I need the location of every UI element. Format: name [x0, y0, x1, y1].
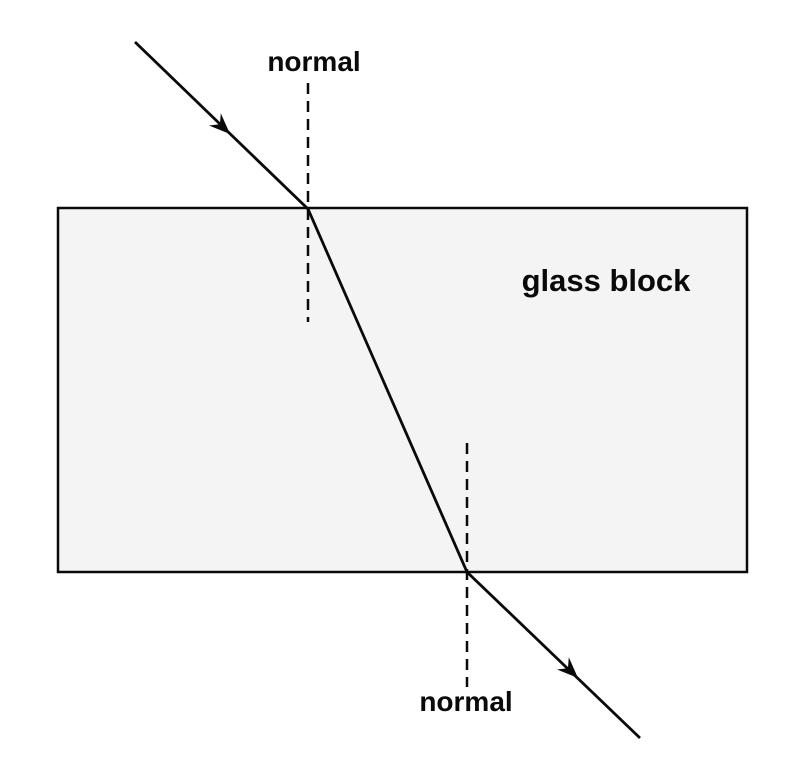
glass-block-rect [56, 206, 749, 574]
emergent-ray-arrowhead-icon [556, 657, 578, 678]
glass-block-label: glass block [522, 263, 692, 298]
top-normal-label: normal [267, 46, 360, 77]
bottom-normal-label: normal [419, 686, 512, 717]
incident-ray-arrowhead-icon [208, 113, 230, 134]
